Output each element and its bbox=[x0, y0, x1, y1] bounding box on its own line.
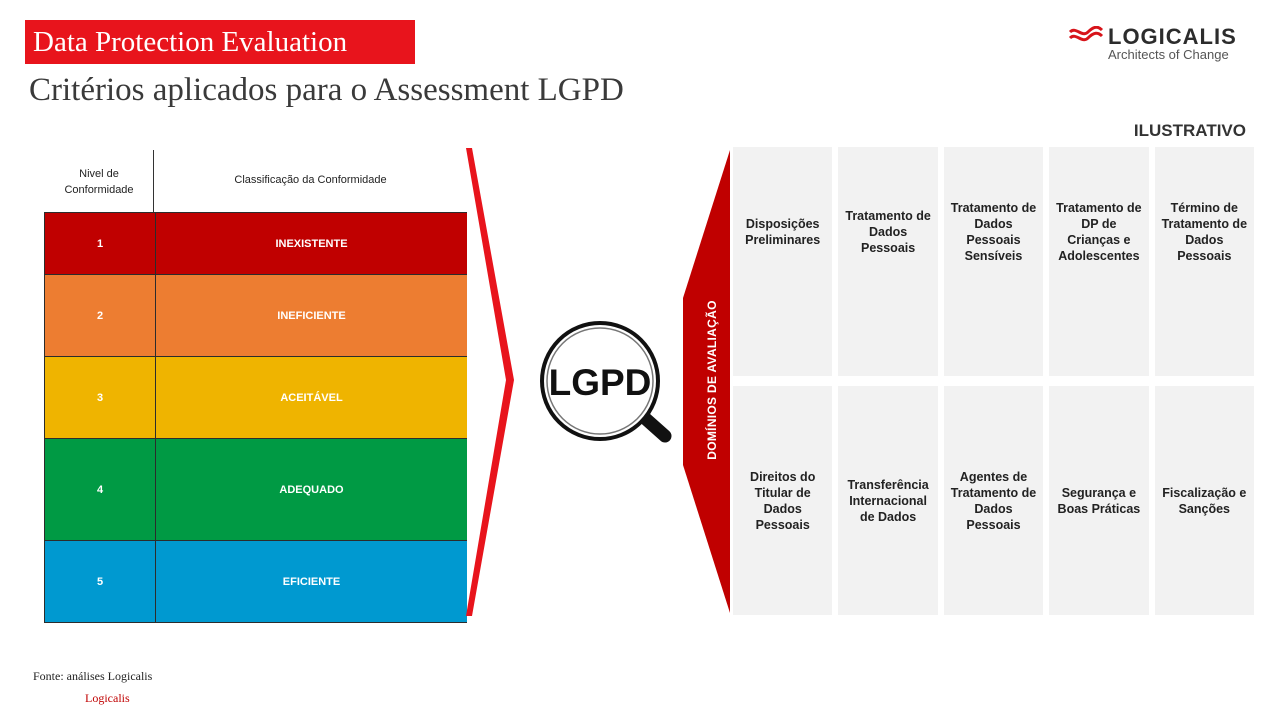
row-level: 1 bbox=[45, 213, 156, 274]
header-level: Nivel de Conformidade bbox=[64, 168, 134, 196]
lgpd-label: LGPD bbox=[548, 362, 652, 403]
table-header: Nivel de Conformidade Classificação da C… bbox=[44, 150, 467, 212]
row-classification: INEFICIENTE bbox=[277, 309, 346, 322]
domain-cell: Direitos do Titular de Dados Pessoais bbox=[733, 386, 833, 615]
table-row: 5 EFICIENTE bbox=[45, 541, 467, 623]
domains-arrow bbox=[683, 150, 730, 613]
table-row: 4 ADEQUADO bbox=[45, 439, 467, 541]
domain-cell: Transferência Internacional de Dados bbox=[838, 386, 938, 615]
domain-label: Transferência Internacional de Dados bbox=[847, 477, 929, 524]
domain-label: Tratamento de Dados Pessoais Sensíveis bbox=[950, 200, 1037, 263]
source-note: Fonte: análises Logicalis bbox=[33, 669, 153, 683]
row-classification: ACEITÁVEL bbox=[280, 391, 343, 404]
domain-label: Fiscalização e Sanções bbox=[1162, 485, 1247, 516]
illustrative-label: ILUSTRATIVO bbox=[1133, 121, 1246, 140]
logo-tagline: Architects of Change bbox=[1108, 47, 1229, 62]
row-level: 5 bbox=[45, 541, 156, 622]
slide-subtitle: Critérios aplicados para o Assessment LG… bbox=[29, 72, 624, 108]
logo-name: LOGICALIS bbox=[1108, 24, 1237, 49]
table-row: 1 INEXISTENTE bbox=[45, 213, 467, 275]
domain-label: Direitos do Titular de Dados Pessoais bbox=[750, 469, 816, 532]
row-classification: EFICIENTE bbox=[282, 575, 341, 588]
lgpd-magnifier: LGPD bbox=[538, 318, 678, 453]
row-level: 3 bbox=[45, 357, 156, 438]
domain-label: Término de Tratamento de Dados Pessoais bbox=[1161, 200, 1248, 263]
domain-label: Disposições Preliminares bbox=[745, 216, 821, 247]
domain-label: Agentes de Tratamento de Dados Pessoais bbox=[950, 469, 1037, 532]
row-classification: ADEQUADO bbox=[279, 483, 344, 496]
source-company: Logicalis bbox=[85, 691, 130, 705]
domain-cell: Tratamento de Dados Pessoais Sensíveis bbox=[943, 147, 1044, 376]
header-divider bbox=[153, 150, 154, 212]
conformity-table: Nivel de Conformidade Classificação da C… bbox=[44, 150, 467, 623]
logicalis-logo: LOGICALIS Architects of Change bbox=[1068, 24, 1248, 64]
domain-cell: Fiscalização e Sanções bbox=[1154, 386, 1254, 615]
table-body: 1 INEXISTENTE 2 INEFICIENTE 3 ACEITÁVEL … bbox=[44, 212, 467, 623]
domains-grid: Disposições Preliminares Tratamento de D… bbox=[733, 147, 1254, 615]
table-row: 3 ACEITÁVEL bbox=[45, 357, 467, 439]
row-level: 4 bbox=[45, 439, 156, 540]
logo-wave-icon bbox=[1068, 26, 1104, 42]
magnifier-icon bbox=[540, 321, 672, 443]
row-level: 2 bbox=[45, 275, 156, 356]
domain-cell: Agentes de Tratamento de Dados Pessoais bbox=[943, 386, 1044, 615]
domain-label: Tratamento de DP de Crianças e Adolescen… bbox=[1056, 200, 1142, 263]
domain-cell: Término de Tratamento de Dados Pessoais bbox=[1154, 147, 1254, 376]
domain-cell: Disposições Preliminares bbox=[733, 147, 833, 376]
domains-label-text: DOMÍNIOS DE AVALIAÇÃO bbox=[705, 300, 719, 460]
domain-cell: Tratamento de Dados Pessoais bbox=[838, 147, 938, 376]
slide-title: Data Protection Evaluation bbox=[25, 20, 415, 64]
header-classification: Classificação da Conformidade bbox=[234, 174, 387, 186]
domain-cell: Tratamento de DP de Crianças e Adolescen… bbox=[1049, 147, 1149, 376]
domain-label: Tratamento de Dados Pessoais bbox=[845, 208, 931, 255]
bracket-arrow bbox=[466, 148, 514, 616]
domain-cell: Segurança e Boas Práticas bbox=[1049, 386, 1149, 615]
domain-label: Segurança e Boas Práticas bbox=[1057, 485, 1141, 516]
table-row: 2 INEFICIENTE bbox=[45, 275, 467, 357]
row-classification: INEXISTENTE bbox=[275, 237, 348, 250]
